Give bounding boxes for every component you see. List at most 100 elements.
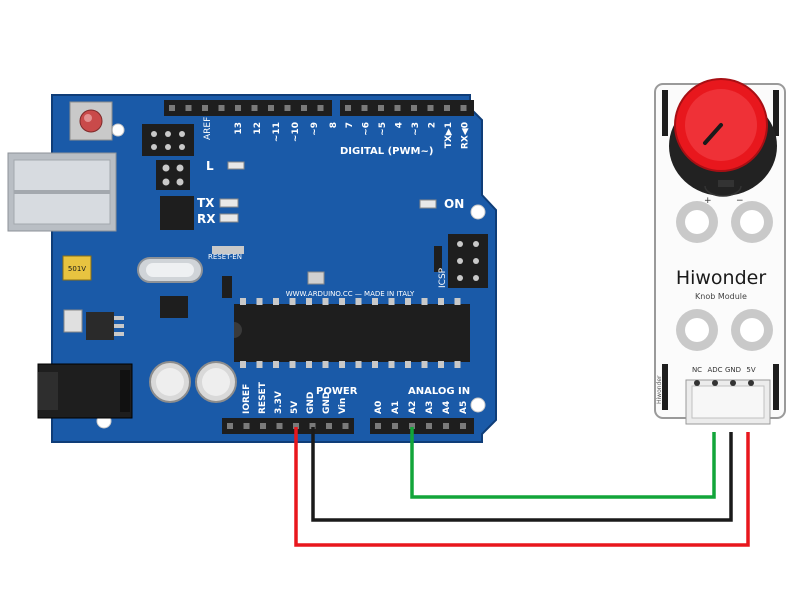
pin-label: 4 (395, 122, 405, 128)
smd-component (63, 309, 83, 333)
pin-label: ~11 (272, 122, 282, 142)
voltage-regulator (86, 312, 124, 340)
header-hole (411, 105, 417, 111)
header-hole (251, 105, 258, 111)
mounting-pad (731, 201, 773, 243)
aref-label: AREF (203, 117, 213, 140)
chip-pin (322, 361, 329, 368)
pin-label: 13 (234, 122, 244, 135)
header-hole (301, 105, 307, 111)
chip-pin (454, 298, 461, 305)
mounting-hole (470, 204, 486, 220)
module-pin (748, 380, 754, 386)
pin-label: 3.3V (274, 391, 284, 414)
on-led (419, 199, 437, 209)
mounting-pad (676, 201, 718, 243)
header-hole (309, 423, 316, 429)
module-mounting-slot (773, 364, 779, 410)
pin-label: 2 (428, 122, 438, 128)
power-header-holes (227, 423, 349, 429)
crystal-oscillator (137, 257, 203, 283)
small-chip (160, 296, 188, 318)
pin-label: 8 (329, 122, 339, 128)
chip-pins-top (240, 298, 461, 305)
header-hole (378, 105, 384, 111)
pin-label: ~6 (362, 122, 372, 136)
icsp-label: ICSP (438, 267, 448, 288)
reset-en-label: RESET-EN (208, 253, 242, 261)
header-hole (394, 105, 401, 111)
smd-component (307, 271, 325, 285)
mounting-pad (731, 309, 773, 351)
module-brand: Hiwonder (676, 267, 767, 289)
chip-pin (355, 361, 362, 368)
header-hole (317, 105, 324, 111)
chip-pin (438, 298, 444, 305)
chip-pin (405, 361, 411, 368)
chip-pin (306, 361, 312, 368)
analog-label: ANALOG IN (408, 386, 470, 397)
header-hole (218, 105, 225, 111)
pin-label: ~3 (411, 122, 421, 136)
plus-label: + (704, 196, 712, 206)
usb-connector (7, 152, 117, 232)
pin-label: 7 (345, 122, 355, 128)
header-hole (169, 105, 175, 111)
icsp-header-right (448, 234, 488, 288)
smd-component (434, 246, 442, 272)
capacitor (195, 361, 237, 403)
module-pin (712, 380, 718, 386)
module-mounting-slot (662, 90, 668, 136)
header-hole (326, 423, 332, 429)
reset-en-pad (212, 246, 244, 254)
chip-pin (372, 298, 378, 305)
header-hole (444, 105, 450, 111)
potentiometer-knob (669, 78, 777, 196)
pin-label: ~10 (291, 122, 301, 142)
pin-label: ~5 (378, 122, 388, 136)
knob-pointer (703, 123, 723, 145)
header-hole (409, 423, 415, 429)
pin-label: RESET (258, 381, 268, 414)
module-connector (685, 379, 771, 425)
module-mounting-slot (662, 364, 668, 410)
wire-gnd-black (311, 427, 733, 522)
chip-pin (388, 361, 395, 368)
header-hole (293, 423, 299, 429)
header-hole (460, 105, 467, 111)
pin-label: GND (322, 392, 332, 414)
chip-pin (289, 298, 296, 305)
chip-pin (240, 298, 246, 305)
pin-label: A4 (442, 401, 452, 414)
chip-pin (306, 298, 312, 305)
l-led (227, 161, 245, 170)
chip-pin (454, 361, 461, 368)
header-hole (460, 423, 466, 429)
pin-label: IOREF (242, 384, 252, 414)
module-pin-label: ADC (707, 366, 722, 374)
chip-pin (273, 298, 279, 305)
pin-label: A1 (391, 401, 401, 414)
chip-pin (421, 298, 428, 305)
wire-5v-red (294, 427, 750, 547)
chip-pin (421, 361, 428, 368)
dc-power-jack (37, 363, 133, 419)
header-hole (443, 423, 449, 429)
website-label: WWW.ARDUINO.CC — MADE IN ITALY (286, 290, 415, 298)
on-label: ON (444, 197, 464, 211)
mounting-hole (470, 397, 486, 413)
capacitor (149, 361, 191, 403)
pin-label: A3 (425, 401, 435, 414)
chip-pin (339, 361, 345, 368)
pin-label: GND (306, 392, 316, 414)
module-pin-dots (694, 380, 754, 386)
chip-pin (339, 298, 345, 305)
